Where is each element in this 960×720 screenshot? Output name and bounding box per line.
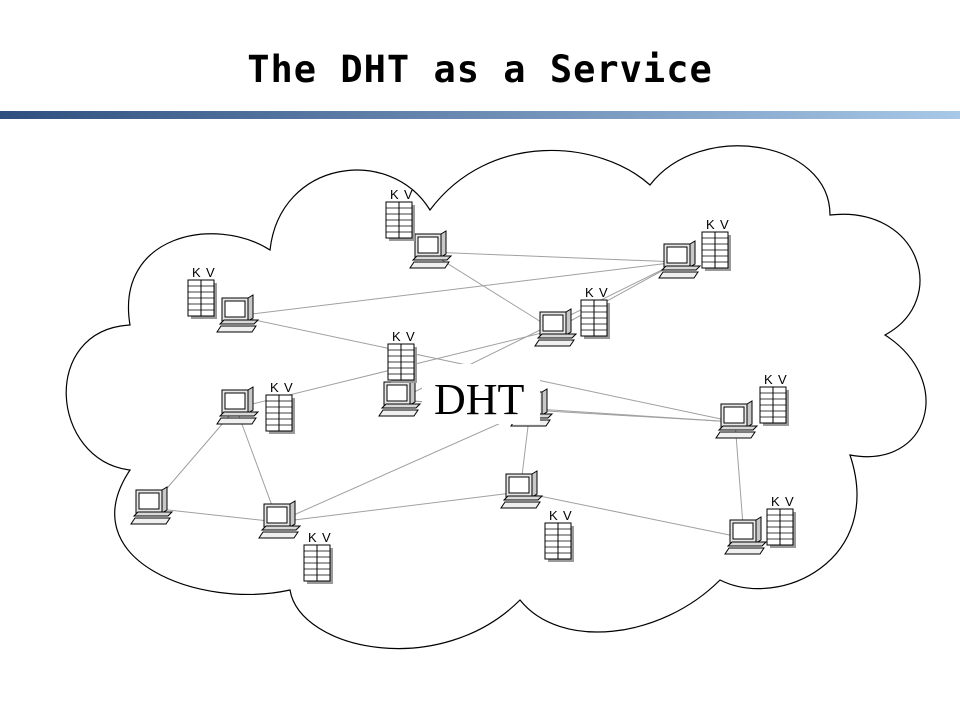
computer-icon [378, 378, 422, 417]
computer-icon [658, 240, 702, 279]
dht-center-label-group: DHT [422, 364, 540, 424]
network-link [553, 261, 679, 331]
dht-label-backdrop [422, 364, 540, 424]
network-link [277, 491, 521, 523]
table-key-label: K [764, 372, 773, 387]
network-link [235, 407, 279, 523]
computer-icon [409, 230, 453, 269]
table-value-label: V [785, 494, 794, 509]
network-cloud [65, 145, 927, 650]
computer-icon [715, 400, 759, 439]
network-link [428, 251, 555, 331]
table-key-label: K [706, 217, 715, 232]
table-key-label: K [270, 380, 279, 395]
network-link [529, 409, 736, 423]
slide-title: The DHT as a Service [247, 48, 713, 91]
table-key-label: K [585, 285, 594, 300]
table-value-label: V [322, 530, 331, 545]
network-link [235, 261, 679, 317]
network-link [277, 409, 531, 523]
computer-icon [500, 470, 544, 509]
network-link [734, 421, 745, 539]
computer-icon [130, 486, 174, 525]
table-key-label: K [192, 265, 201, 280]
table-value-label: V [720, 217, 729, 232]
dht-label: DHT [434, 375, 525, 424]
computer-icon [534, 308, 578, 347]
network-link [519, 491, 745, 539]
table-value-label: V [284, 380, 293, 395]
table-value-label: V [599, 285, 608, 300]
network-link [149, 507, 279, 523]
table-value-label: V [406, 329, 415, 344]
cloud-outline [65, 145, 927, 650]
table-key-label: K [771, 494, 780, 509]
computer-icon [724, 516, 768, 555]
table-value-label: V [778, 372, 787, 387]
table-key-label: K [549, 508, 558, 523]
table-key-label: K [308, 530, 317, 545]
title-rule [0, 111, 960, 119]
table-value-label: V [404, 187, 413, 202]
table-value-label: V [563, 508, 572, 523]
computer-icon [216, 294, 260, 333]
table-value-label: V [206, 265, 215, 280]
table-key-label: K [390, 187, 399, 202]
computer-icon [258, 500, 302, 539]
network-link [428, 251, 679, 263]
table-key-label: K [392, 329, 401, 344]
computer-icon [216, 386, 260, 425]
